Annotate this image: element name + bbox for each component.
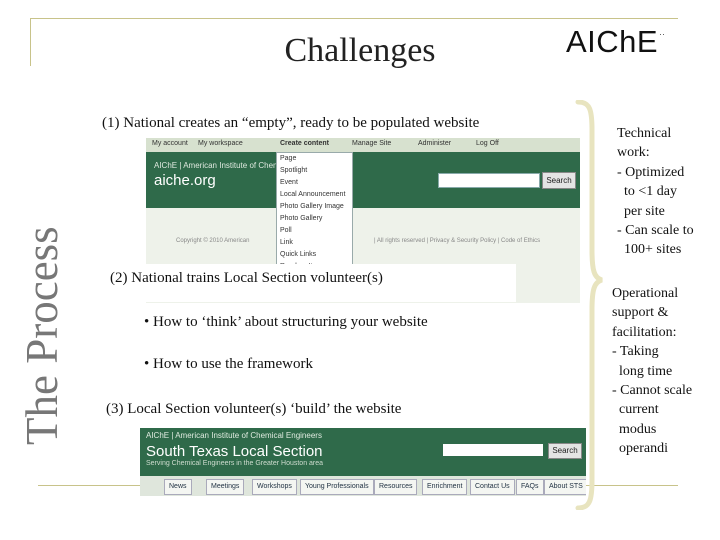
tab-my-account[interactable]: My account — [152, 140, 188, 147]
bullet-think: • How to ‘think’ about structuring your … — [144, 314, 428, 330]
tab-my-workspace[interactable]: My workspace — [198, 140, 243, 147]
tab-administer[interactable]: Administer — [418, 140, 452, 147]
footer-copyright: Copyright © 2010 American — [176, 238, 250, 244]
menu-item-event[interactable]: Event — [280, 179, 298, 186]
footer-links: | All rights reserved | Privacy & Securi… — [374, 238, 541, 244]
nav-news[interactable]: News — [164, 479, 192, 495]
frame-line-top — [30, 18, 678, 19]
menu-item-poll[interactable]: Poll — [280, 227, 292, 234]
nav-enrichment[interactable]: Enrichment — [422, 479, 468, 495]
nav-about-sts[interactable]: About STS — [544, 479, 586, 495]
nav-young-professionals[interactable]: Young Professionals — [300, 479, 374, 495]
tab-create-content[interactable]: Create content — [280, 140, 330, 147]
step-1-text: (1) National creates an “empty”, ready t… — [102, 115, 480, 131]
bullet-framework: • How to use the framework — [144, 356, 313, 372]
menu-item-photo-gallery-image[interactable]: Photo Gallery Image — [280, 203, 344, 210]
step-3-text: (3) Local Section volunteer(s) ‘build’ t… — [106, 401, 402, 417]
site-tagline: Serving Chemical Engineers in the Greate… — [146, 460, 324, 467]
nav-workshops[interactable]: Workshops — [252, 479, 297, 495]
org-name: AIChE | American Institute of Chemic — [154, 161, 286, 170]
slide-title: Challenges — [284, 32, 436, 69]
step-2-text: (2) National trains Local Section volunt… — [110, 270, 383, 286]
search-button[interactable]: Search — [542, 172, 576, 189]
frame-line-left — [30, 18, 31, 66]
local-section-screenshot: AIChE | American Institute of Chemical E… — [140, 428, 586, 496]
site-name: aiche.org — [154, 172, 216, 189]
menu-item-page[interactable]: Page — [280, 155, 297, 162]
menu-item-photo-gallery[interactable]: Photo Gallery — [280, 215, 323, 222]
tab-manage-site[interactable]: Manage Site — [352, 140, 392, 147]
nav-faqs[interactable]: FAQs — [516, 479, 544, 495]
nav-resources[interactable]: Resources — [374, 479, 418, 495]
search-button[interactable]: Search — [548, 443, 582, 459]
menu-item-local-announcement[interactable]: Local Announcement — [280, 191, 346, 198]
create-content-menu: Page Spotlight Event Local Announcement … — [276, 152, 353, 274]
menu-item-quick-links[interactable]: Quick Links — [280, 251, 317, 258]
admin-toolbar — [146, 138, 580, 152]
operational-support-note: Operational support & facilitation: - Ta… — [612, 286, 693, 457]
tab-log-off[interactable]: Log Off — [476, 140, 499, 147]
step-2-box — [106, 264, 516, 302]
curly-bracket — [575, 100, 603, 510]
aiche-logo: AIChE·· — [566, 24, 666, 59]
nav-contact-us[interactable]: Contact Us — [470, 479, 515, 495]
menu-item-spotlight[interactable]: Spotlight — [280, 167, 308, 174]
org-name: AIChE | American Institute of Chemical E… — [146, 431, 322, 440]
search-input[interactable] — [438, 173, 540, 188]
technical-work-note: Technical work: - Optimized to <1 day pe… — [617, 126, 694, 258]
site-name: South Texas Local Section — [146, 443, 323, 460]
vertical-label: The Process — [17, 226, 67, 445]
menu-item-link[interactable]: Link — [280, 239, 293, 246]
search-input[interactable] — [443, 444, 543, 456]
nav-meetings[interactable]: Meetings — [206, 479, 245, 495]
